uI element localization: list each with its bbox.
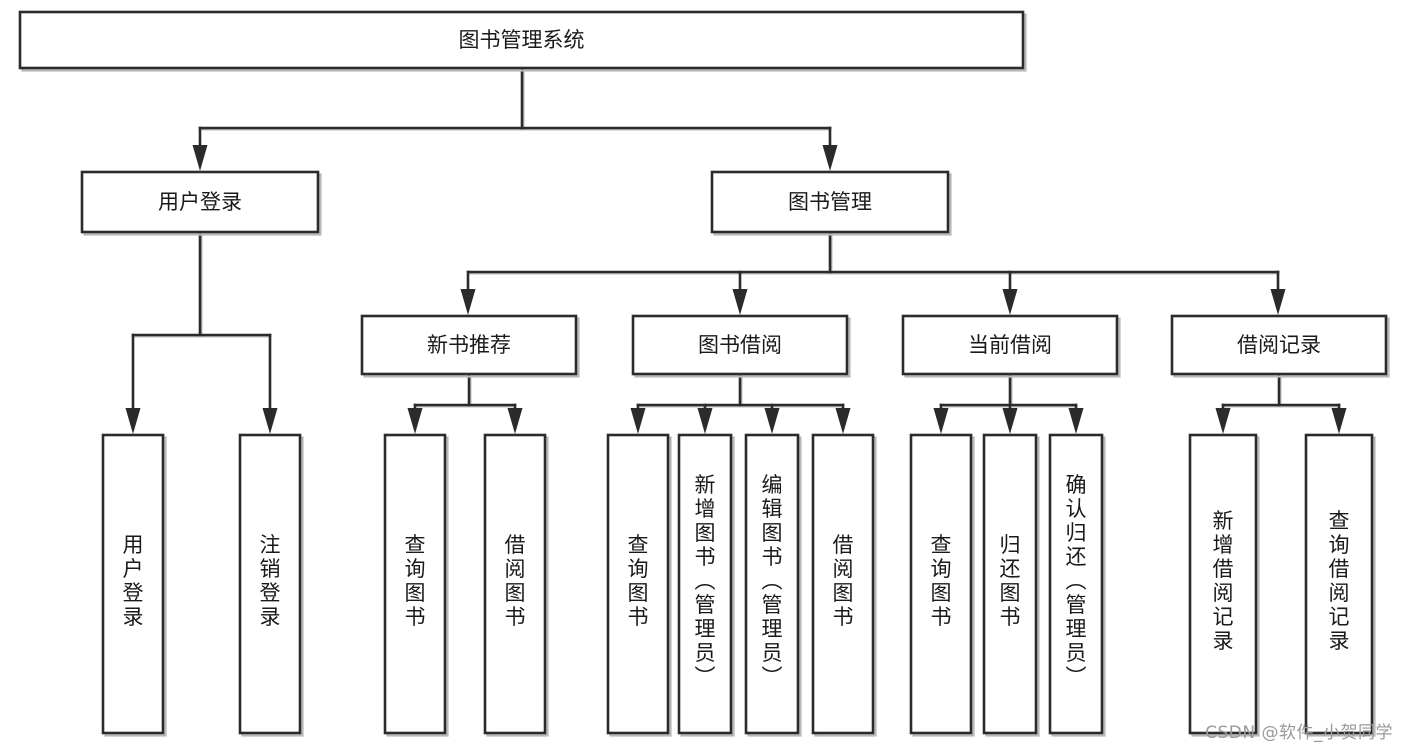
node-leaf-query-book[interactable]: 查询图书 — [606, 433, 672, 737]
arrow-head — [933, 408, 949, 434]
connector-bookmgr-to-level3 — [460, 230, 1286, 315]
arrow-head — [1331, 408, 1347, 434]
node-label: 图书管理系统 — [459, 28, 585, 52]
node-box[interactable] — [982, 433, 1038, 735]
node-current[interactable]: 当前借阅 — [901, 314, 1121, 378]
node-label: 用户登录 — [123, 533, 144, 629]
node-box[interactable] — [901, 314, 1119, 376]
node-leaf-borrow-book-new[interactable]: 借阅图书 — [483, 433, 549, 737]
node-box[interactable] — [1188, 433, 1258, 735]
connector-newbook-to-leaves — [407, 372, 523, 434]
node-label: 当前借阅 — [968, 333, 1052, 357]
node-box[interactable] — [383, 433, 447, 735]
arrow-head — [1215, 408, 1231, 434]
nodes-layer: 图书管理系统用户登录图书管理新书推荐图书借阅当前借阅借阅记录用户登录注销登录查询… — [18, 10, 1390, 737]
node-leaf-add-record[interactable]: 新增借阅记录 — [1188, 433, 1260, 737]
node-borrow[interactable]: 图书借阅 — [631, 314, 851, 378]
arrow-head — [835, 408, 851, 434]
node-leaf-return-book[interactable]: 归还图书 — [982, 433, 1040, 737]
node-leaf-query-record[interactable]: 查询借阅记录 — [1304, 433, 1376, 737]
node-login[interactable]: 用户登录 — [80, 170, 322, 236]
node-leaf-add-book[interactable]: 新增图书︵管理员︶ — [677, 433, 735, 737]
node-label: 用户登录 — [158, 190, 242, 214]
node-box[interactable] — [677, 433, 733, 735]
node-box[interactable] — [18, 10, 1025, 70]
connector-current-to-leaves — [933, 372, 1084, 434]
node-box[interactable] — [744, 433, 800, 735]
arrow-head — [1068, 408, 1084, 434]
arrow-head — [697, 408, 713, 434]
node-box[interactable] — [101, 433, 165, 735]
node-box[interactable] — [360, 314, 578, 376]
node-box[interactable] — [1304, 433, 1374, 735]
arrow-head — [125, 408, 141, 434]
node-box[interactable] — [909, 433, 973, 735]
node-label: 新书推荐 — [427, 333, 511, 357]
node-leaf-confirm-return[interactable]: 确认归还︵管理员︶ — [1048, 433, 1106, 737]
node-label: 归还图书 — [1000, 533, 1021, 629]
node-bookmgr[interactable]: 图书管理 — [710, 170, 952, 236]
node-label: 图书管理 — [788, 190, 872, 214]
connector-borrow-to-leaves — [630, 372, 851, 434]
node-box[interactable] — [238, 433, 302, 735]
arrow-head — [732, 289, 748, 315]
arrow-head — [822, 145, 838, 171]
node-box[interactable] — [710, 170, 950, 234]
node-leaf-logout[interactable]: 注销登录 — [238, 433, 304, 737]
arrow-head — [460, 289, 476, 315]
node-box[interactable] — [80, 170, 320, 234]
node-leaf-query-book-cur[interactable]: 查询图书 — [909, 433, 975, 737]
node-box[interactable] — [483, 433, 547, 735]
node-box[interactable] — [1170, 314, 1388, 376]
node-box[interactable] — [606, 433, 670, 735]
node-box[interactable] — [1048, 433, 1104, 735]
arrow-head — [1002, 408, 1018, 434]
arrow-head — [1002, 289, 1018, 315]
node-leaf-borrow-book[interactable]: 借阅图书 — [811, 433, 877, 737]
node-records[interactable]: 借阅记录 — [1170, 314, 1390, 378]
node-label: 查询图书 — [628, 533, 649, 629]
node-label: 新增图书︵管理员︶ — [695, 473, 716, 689]
node-label: 图书借阅 — [698, 333, 782, 357]
arrow-head — [192, 145, 208, 171]
connector-records-to-leaves — [1215, 372, 1347, 434]
arrow-head — [1270, 289, 1286, 315]
arrow-head — [407, 408, 423, 434]
node-box[interactable] — [631, 314, 849, 376]
node-label: 查询图书 — [931, 533, 952, 629]
arrow-head — [262, 408, 278, 434]
node-box[interactable] — [811, 433, 875, 735]
node-newbook[interactable]: 新书推荐 — [360, 314, 580, 378]
arrow-head — [630, 408, 646, 434]
node-label: 确认归还︵管理员︶ — [1066, 473, 1087, 689]
connectors-layer — [125, 66, 1347, 434]
arrow-head — [764, 408, 780, 434]
node-leaf-query-book-new[interactable]: 查询图书 — [383, 433, 449, 737]
node-label: 新增借阅记录 — [1213, 509, 1234, 653]
arrow-head — [507, 408, 523, 434]
node-label: 借阅图书 — [505, 533, 526, 629]
node-label: 借阅记录 — [1237, 333, 1321, 357]
node-label: 注销登录 — [260, 533, 281, 629]
connector-root-to-level2 — [192, 66, 838, 171]
connector-login-to-leaves — [125, 230, 278, 434]
node-leaf-edit-book[interactable]: 编辑图书︵管理员︶ — [744, 433, 802, 737]
node-label: 查询借阅记录 — [1329, 509, 1350, 653]
node-label: 借阅图书 — [833, 533, 854, 629]
node-root[interactable]: 图书管理系统 — [18, 10, 1027, 72]
node-label: 编辑图书︵管理员︶ — [762, 473, 783, 689]
node-leaf-user-login[interactable]: 用户登录 — [101, 433, 167, 737]
node-label: 查询图书 — [405, 533, 426, 629]
